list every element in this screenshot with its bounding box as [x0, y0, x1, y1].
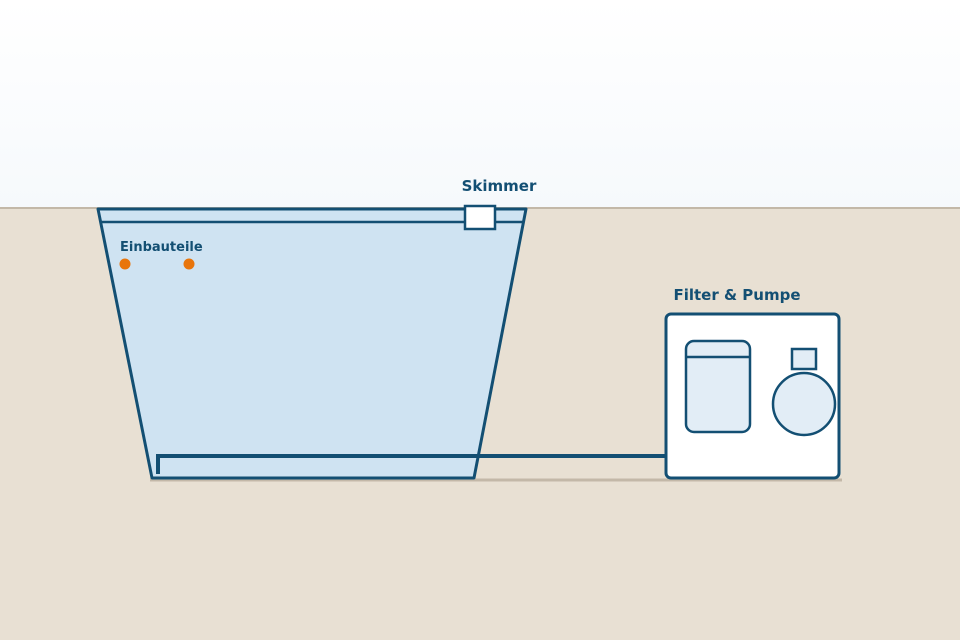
skimmer-label: Skimmer [462, 177, 537, 195]
sky [0, 0, 960, 208]
filter-tank [684, 339, 752, 434]
einbauteil-dot-1 [119, 258, 131, 270]
einbauteil-dot-2 [183, 258, 195, 270]
filter-pumpe-label: Filter & Pumpe [673, 286, 800, 304]
pump-body [771, 371, 837, 437]
einbauteile-label: Einbauteile [120, 240, 203, 255]
pool-basin [96, 207, 528, 480]
pump-motor-cap [790, 347, 818, 371]
return-pipe [156, 454, 666, 474]
skimmer-box [463, 204, 497, 231]
